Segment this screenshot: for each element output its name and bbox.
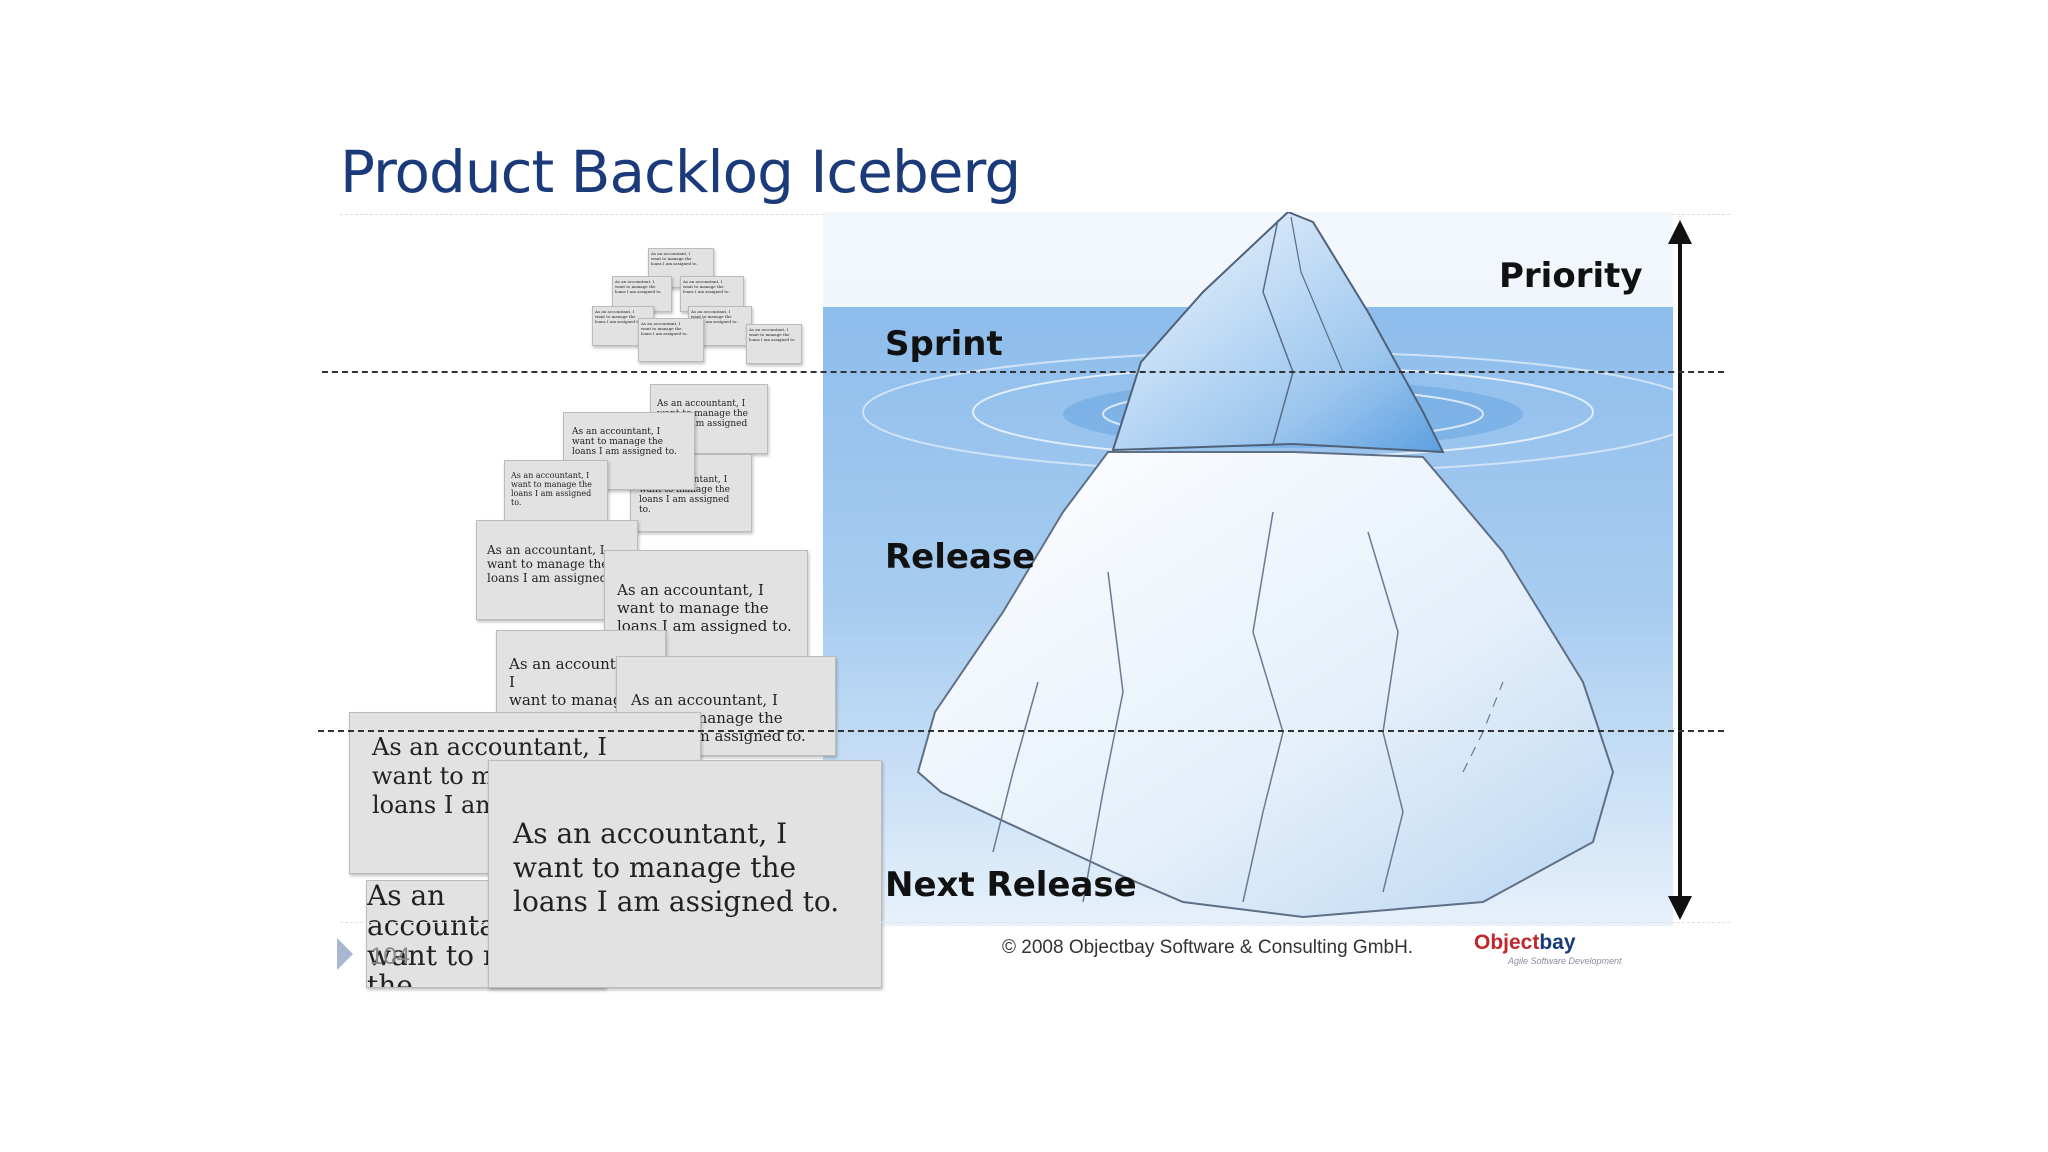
story-card: As an accountant, I want to manage the l…	[563, 412, 695, 490]
label-sprint: Sprint	[885, 324, 1003, 364]
story-card: As an accountant, I want to manage the l…	[746, 324, 802, 364]
logo-part1: Object	[1474, 931, 1540, 954]
priority-arrow	[1668, 220, 1692, 920]
label-priority: Priority	[1499, 256, 1643, 296]
label-next-release: Next Release	[885, 865, 1137, 905]
logo-tagline: Agile Software Development	[1508, 956, 1622, 966]
pager-arrow-icon	[337, 938, 353, 970]
logo-part2: bay	[1539, 931, 1576, 954]
copyright-text: © 2008 Objectbay Software & Consulting G…	[1002, 937, 1414, 958]
sprint-boundary-line	[322, 371, 1724, 373]
story-card: As an accountant, I want to manage the l…	[504, 460, 608, 524]
footer-rule	[340, 922, 1730, 923]
iceberg-illustration	[823, 212, 1673, 926]
page-number: 104	[370, 943, 411, 970]
story-card: As an accountant, I want to manage the l…	[488, 760, 882, 988]
story-card: As an accountant, I want to manage the l…	[638, 318, 704, 362]
label-release: Release	[885, 537, 1036, 577]
objectbay-logo: Objectbay	[1474, 931, 1576, 955]
release-boundary-line	[318, 730, 1724, 732]
slide-title: Product Backlog Iceberg	[340, 138, 1021, 206]
